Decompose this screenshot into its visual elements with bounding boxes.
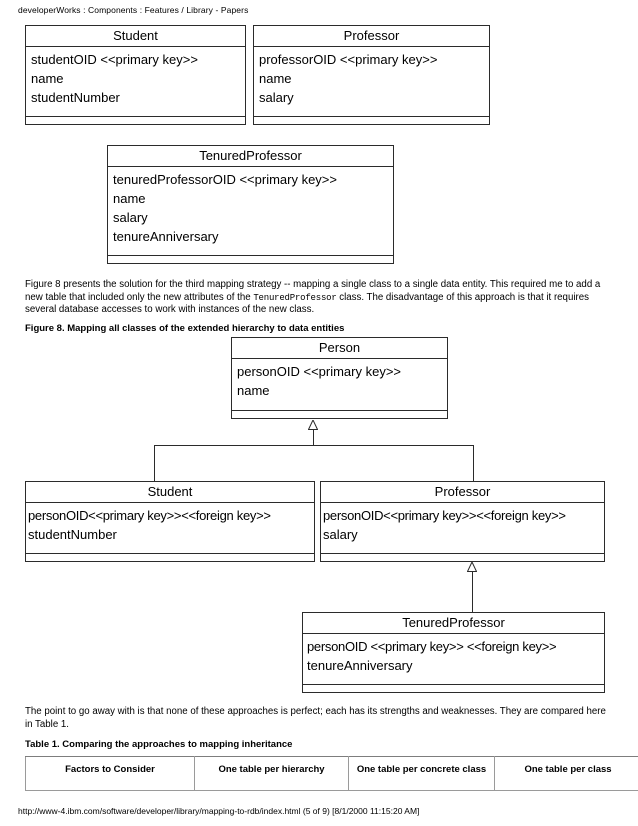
uml-attribute: tenureAnniversary [307, 658, 413, 673]
uml-attribute: studentNumber [31, 90, 120, 105]
table-header-one-table-per-class: One table per class [494, 756, 638, 791]
uml-attribute: name [31, 71, 64, 86]
table-header-one-table-per-hierarchy: One table per hierarchy [194, 756, 349, 791]
generalization-stem-person [313, 429, 314, 445]
footer-url: http://www-4.ibm.com/software/developer/… [18, 806, 420, 816]
uml-class-title: Professor [254, 26, 489, 47]
uml-attribute: name [237, 383, 270, 398]
uml-class-title: Student [26, 482, 314, 503]
uml-operation-compartment [232, 411, 447, 419]
paragraph-text-part2: class. The disadvantage of this approach… [25, 291, 589, 316]
uml-attribute: salary [113, 210, 148, 225]
uml-attribute: personOID<<primary key>><<foreign key>> [323, 508, 566, 523]
table1-caption: Table 1. Comparing the approaches to map… [25, 739, 293, 750]
uml-attribute: name [259, 71, 292, 86]
uml-operation-compartment [254, 117, 489, 125]
uml-class-title: Student [26, 26, 245, 47]
breadcrumb: developerWorks : Components : Features /… [18, 5, 249, 15]
uml-attribute: tenuredProfessorOID <<primary key>> [113, 172, 337, 187]
uml-operation-compartment [303, 685, 604, 693]
figure8-caption: Figure 8. Mapping all classes of the ext… [25, 323, 345, 334]
uml-class-tenuredprofessor-top: TenuredProfessor tenuredProfessorOID <<p… [107, 145, 394, 264]
uml-attribute: salary [323, 527, 358, 542]
uml-class-professor-fig8: Professor personOID<<primary key>><<fore… [320, 481, 605, 562]
generalization-branch-student [154, 445, 155, 481]
uml-class-student-top: Student studentOID <<primary key>> name … [25, 25, 246, 125]
uml-attribute: professorOID <<primary key>> [259, 52, 438, 67]
comparison-table: Factors to Consider One table per hierar… [25, 756, 638, 791]
uml-operation-compartment [26, 554, 314, 562]
uml-class-person: Person personOID <<primary key>> name [231, 337, 448, 419]
uml-attribute: personOID <<primary key>> <<foreign key>… [307, 639, 557, 654]
uml-class-professor-top: Professor professorOID <<primary key>> n… [253, 25, 490, 125]
uml-attribute: studentOID <<primary key>> [31, 52, 198, 67]
paragraph-table1-intro: The point to go away with is that none o… [25, 706, 606, 730]
uml-attribute: personOID <<primary key>> [237, 364, 402, 379]
uml-class-student-fig8: Student personOID<<primary key>><<foreig… [25, 481, 315, 562]
uml-attribute: studentNumber [28, 527, 117, 542]
uml-class-title: Person [232, 338, 447, 359]
table-header-row: Factors to Consider One table per hierar… [25, 756, 638, 791]
uml-class-tenuredprofessor-fig8: TenuredProfessor personOID <<primary key… [302, 612, 605, 693]
uml-attribute-compartment: professorOID <<primary key>> name salary [254, 47, 489, 117]
generalization-crossbar [154, 445, 474, 446]
uml-class-title: TenuredProfessor [303, 613, 604, 634]
uml-attribute-compartment: studentOID <<primary key>> name studentN… [26, 47, 245, 117]
uml-attribute-compartment: personOID <<primary key>> <<foreign key>… [303, 634, 604, 685]
table-header-factors: Factors to Consider [25, 756, 195, 791]
uml-attribute-compartment: personOID <<primary key>> name [232, 359, 447, 411]
uml-class-title: TenuredProfessor [108, 146, 393, 167]
uml-operation-compartment [321, 554, 604, 562]
uml-attribute: name [113, 191, 146, 206]
paragraph-text-part1: Figure 8 presents the solution for the t… [25, 279, 601, 303]
paragraph-figure8-intro: Figure 8 presents the solution for the t… [25, 279, 607, 317]
generalization-stem-tenuredprofessor [472, 571, 473, 613]
uml-attribute-compartment: personOID<<primary key>><<foreign key>> … [26, 503, 314, 554]
uml-attribute: personOID<<primary key>><<foreign key>> [28, 508, 271, 523]
uml-attribute-compartment: tenuredProfessorOID <<primary key>> name… [108, 167, 393, 256]
uml-attribute: tenureAnniversary [113, 229, 219, 244]
uml-attribute: salary [259, 90, 294, 105]
uml-operation-compartment [108, 256, 393, 264]
generalization-branch-professor [473, 445, 474, 481]
uml-attribute-compartment: personOID<<primary key>><<foreign key>> … [321, 503, 604, 554]
inline-code-tenuredprofessor: TenuredProfessor [253, 292, 337, 303]
uml-operation-compartment [26, 117, 245, 125]
uml-class-title: Professor [321, 482, 604, 503]
table-header-one-table-per-concrete-class: One table per concrete class [348, 756, 495, 791]
